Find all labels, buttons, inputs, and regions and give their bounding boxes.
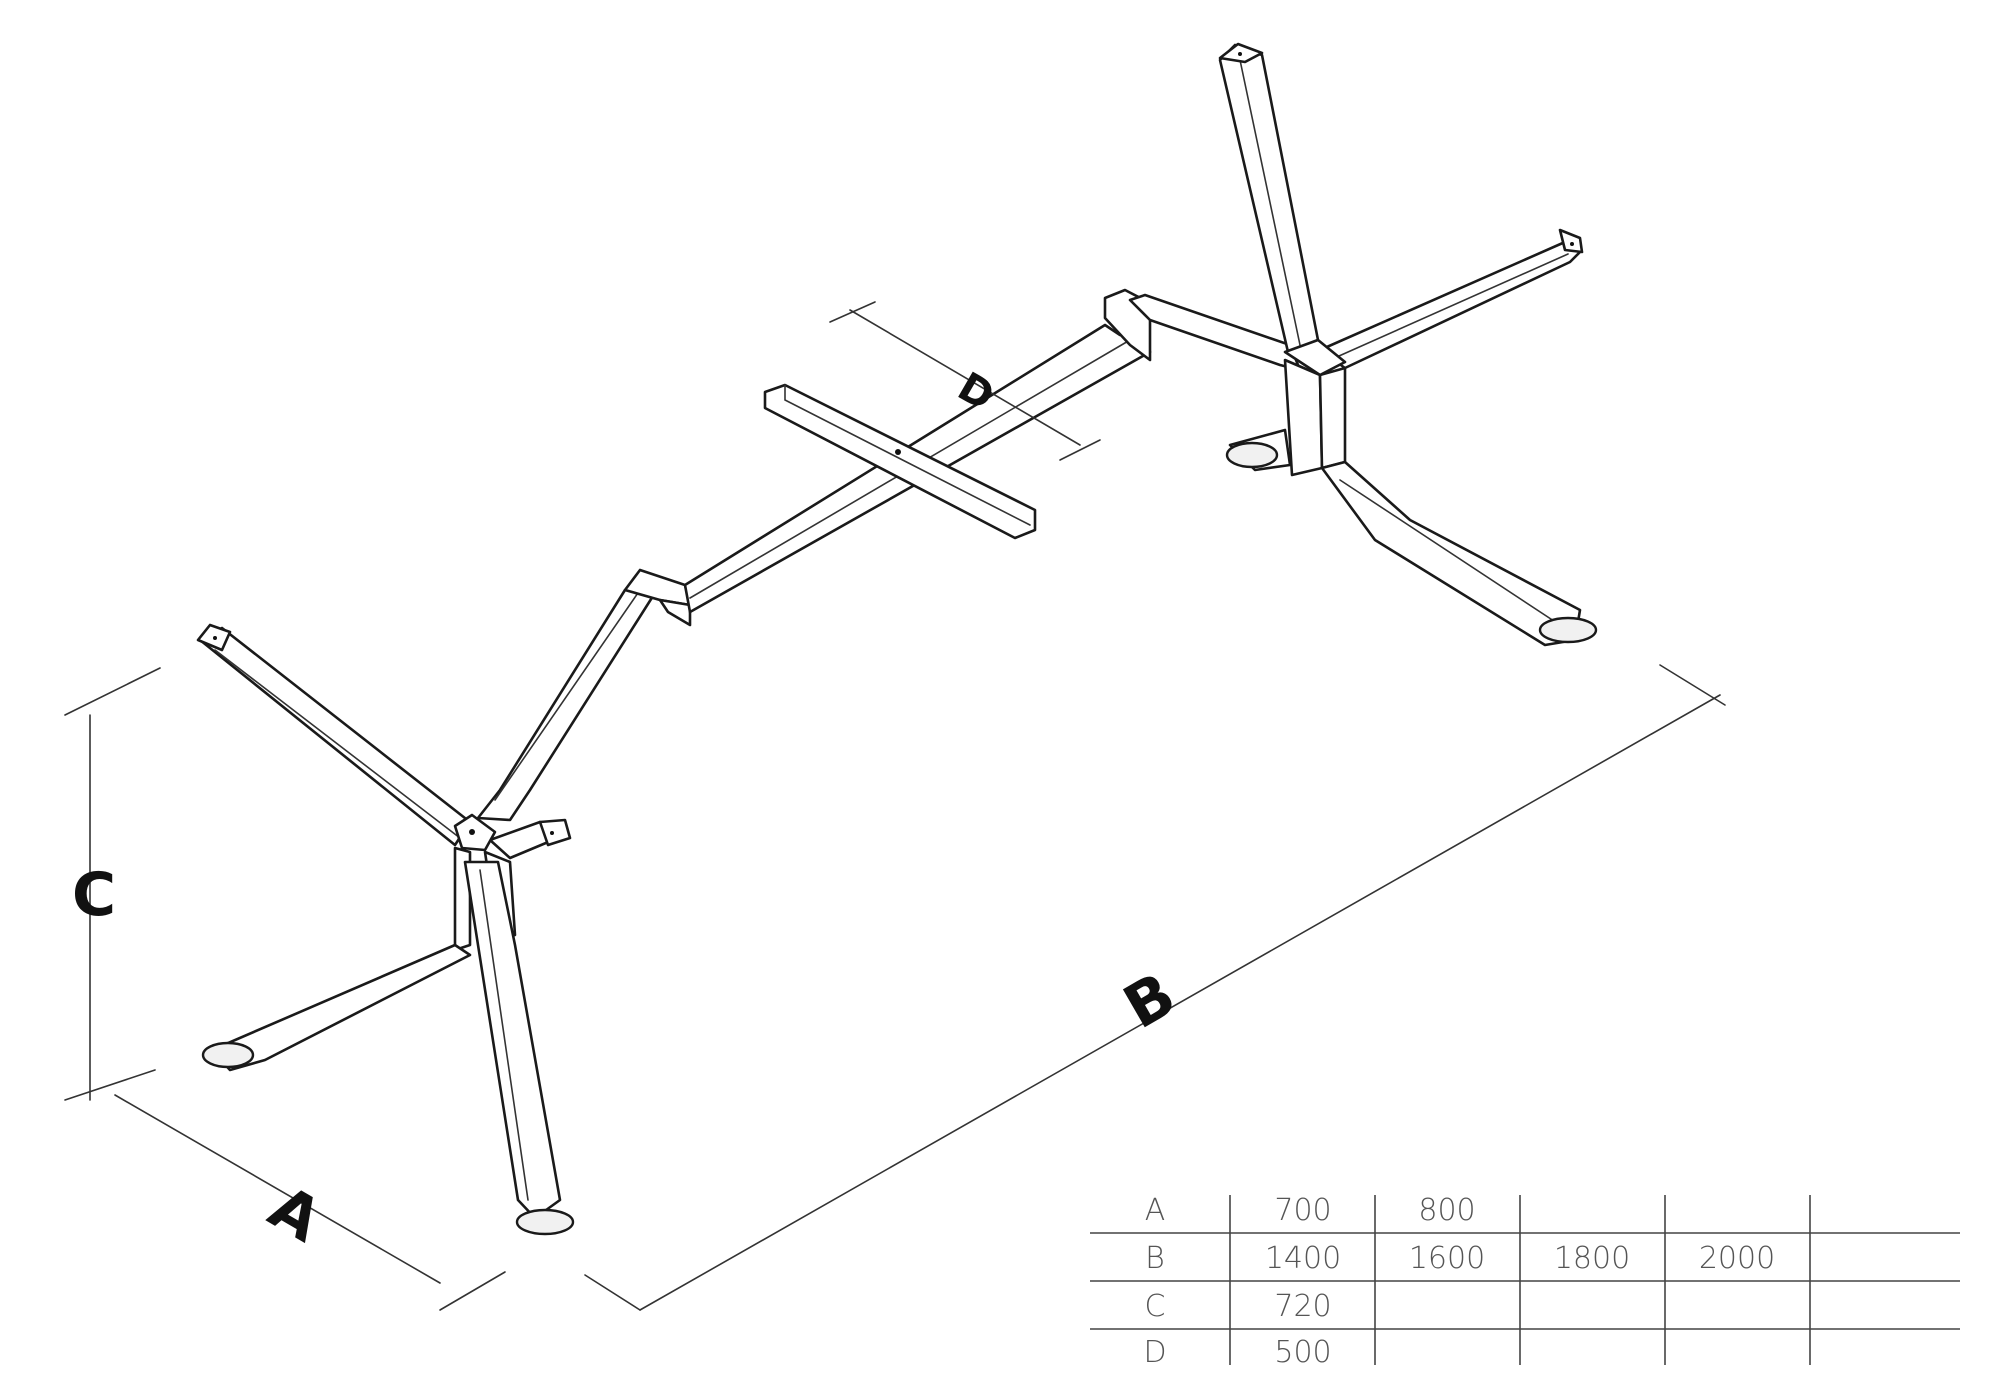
left-foot-pad-2 [515,1208,575,1236]
right-connector [1128,293,1302,372]
left-leg-assembly [196,583,662,1236]
dim-b-tick-left [584,1274,641,1311]
dim-c-tick-top [64,667,161,716]
table-cell: 2000 [1699,1241,1775,1276]
right-side-arm [1318,240,1582,370]
dim-d-line [849,309,1081,446]
dim-label-b: B [1113,960,1188,1043]
table-row-label: A [1145,1193,1166,1228]
left-front-left-arm [210,943,472,1072]
table-cell: 700 [1274,1193,1331,1228]
table-cell: 1600 [1409,1241,1485,1276]
table-row-label: D [1143,1335,1166,1370]
table-cell: 500 [1274,1335,1331,1370]
dim-c-tick-bottom [64,1069,156,1101]
cross-bar [763,383,1037,540]
right-foot-pad-2 [1538,616,1598,644]
right-hub [1283,338,1347,377]
dim-b-line [639,694,1721,1311]
left-hub [453,813,497,852]
dim-b-tick-right [1659,664,1726,706]
dim-a-tick [439,1271,506,1311]
right-foot-pad-1 [1225,441,1279,469]
right-leg-assembly [1128,42,1598,647]
table-cell: 720 [1274,1289,1331,1324]
right-post [1283,358,1324,477]
left-front-leg [463,860,562,1220]
table-cell: 800 [1418,1193,1475,1228]
left-foot-pad-1 [201,1041,255,1069]
table-row-label: C [1145,1289,1166,1324]
dim-d-tick-left [829,301,876,323]
left-rear-arm [198,626,472,847]
table-row-label: B [1145,1241,1165,1276]
table-cell: 1800 [1554,1241,1630,1276]
table-cell: 1400 [1265,1241,1341,1276]
dim-label-c: C [72,860,116,930]
dimension-lines [64,301,1726,1311]
dim-a-line [114,1094,441,1284]
dim-d-tick-right [1059,439,1101,461]
